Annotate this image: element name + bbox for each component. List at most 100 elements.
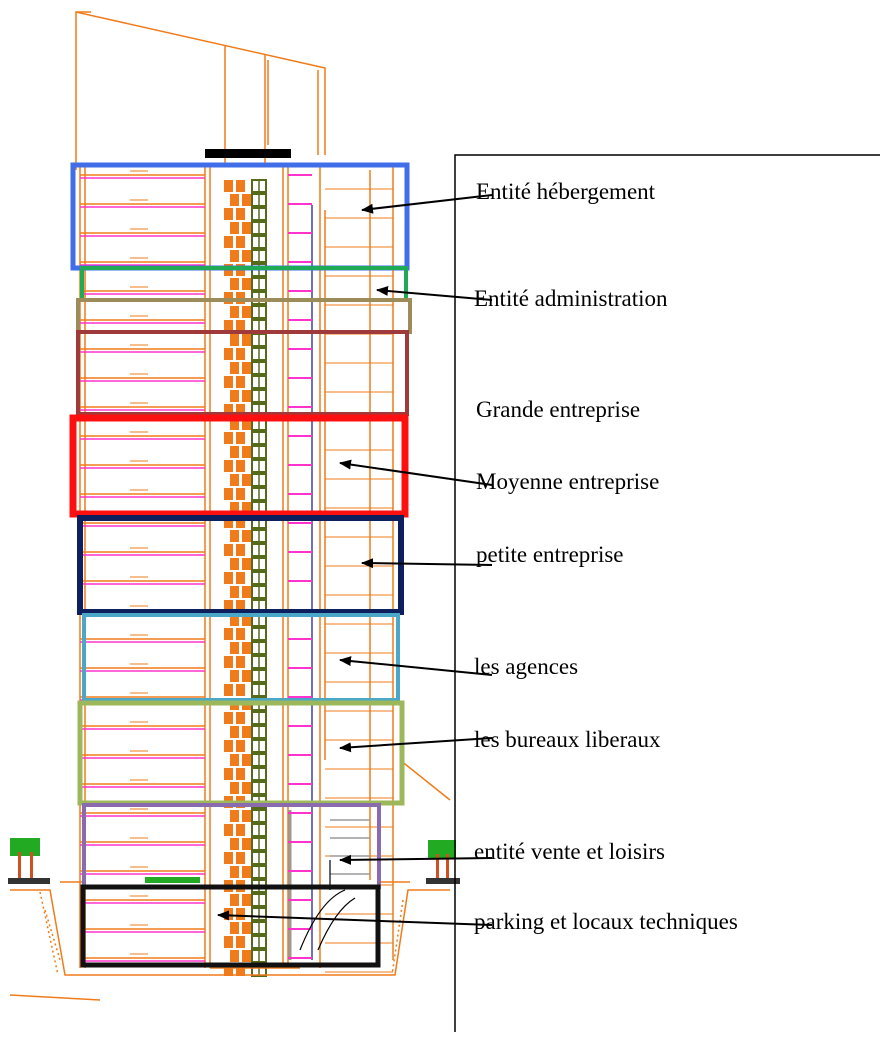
core-block [242, 838, 251, 850]
zone-agences [82, 613, 400, 702]
arrow-administration [376, 285, 493, 301]
core-block [242, 278, 251, 290]
core-block [230, 754, 239, 766]
arrow-moyenne [339, 459, 493, 486]
core-block [224, 516, 233, 528]
green-planter [145, 877, 200, 883]
core-block [236, 908, 245, 920]
core-block [242, 194, 251, 206]
arrow-parking [217, 910, 493, 926]
core-block [224, 320, 233, 332]
core-block [230, 502, 239, 514]
core-block [242, 474, 251, 486]
core-block [236, 432, 245, 444]
arrow-agences [339, 656, 493, 676]
zone-moyenne [69, 414, 409, 518]
core-block [242, 362, 251, 374]
core-block [230, 950, 239, 962]
core-block [242, 922, 251, 934]
leader-arrows [217, 194, 493, 926]
core-block [224, 404, 233, 416]
core-block [236, 544, 245, 556]
core-block [236, 320, 245, 332]
core-block [242, 614, 251, 626]
core-block [224, 852, 233, 864]
core-block [230, 474, 239, 486]
label-vente-loisirs: entité vente et loisirs [474, 839, 665, 864]
core-block [224, 936, 233, 948]
core-block [236, 628, 245, 640]
core-block [236, 936, 245, 948]
arrow-petite [361, 558, 493, 569]
core-block [242, 894, 251, 906]
core-block [236, 852, 245, 864]
core-block [224, 376, 233, 388]
core-block [236, 572, 245, 584]
core-block [242, 670, 251, 682]
core-block [230, 250, 239, 262]
core-block [236, 488, 245, 500]
core-block [242, 558, 251, 570]
core-block [236, 180, 245, 192]
zone-frames [69, 162, 412, 968]
core-block [242, 866, 251, 878]
core-block [242, 530, 251, 542]
circulation-core [224, 179, 267, 977]
core-block [230, 362, 239, 374]
core-block [230, 922, 239, 934]
core-block [230, 670, 239, 682]
core-block [230, 530, 239, 542]
core-block [224, 460, 233, 472]
core-block [236, 236, 245, 248]
core-block [236, 656, 245, 668]
core-block [236, 376, 245, 388]
core-block [230, 614, 239, 626]
zone-grande [76, 330, 409, 416]
core-block [242, 950, 251, 962]
core-block [230, 334, 239, 346]
core-block [242, 446, 251, 458]
label-grande-entreprise: Grande entreprise [476, 397, 641, 422]
zone-parking [80, 884, 381, 968]
label-petite-entreprise: petite entreprise [476, 542, 624, 567]
core-block [224, 432, 233, 444]
label-agences: les agences [474, 654, 579, 679]
tree-right [426, 840, 460, 884]
arrow-bureaux [339, 737, 493, 753]
core-block [230, 446, 239, 458]
core-block [224, 964, 233, 976]
core-block [224, 712, 233, 724]
canopy-slope [399, 759, 451, 801]
roof-cap [205, 149, 291, 158]
zone-petite [77, 515, 404, 615]
arrow-hebergement [361, 194, 493, 214]
core-block [224, 628, 233, 640]
core-block [242, 782, 251, 794]
core-block [224, 348, 233, 360]
roof-structure [75, 11, 326, 170]
core-block [236, 516, 245, 528]
core-block [224, 544, 233, 556]
core-block [224, 600, 233, 612]
core-block [242, 754, 251, 766]
core-block [242, 418, 251, 430]
core-block [230, 418, 239, 430]
core-block [230, 810, 239, 822]
core-block [236, 768, 245, 780]
core-block [224, 768, 233, 780]
label-parking: parking et locaux techniques [474, 909, 738, 934]
core-block [224, 572, 233, 584]
terrain [9, 881, 450, 1001]
core-block [230, 586, 239, 598]
core-block [230, 278, 239, 290]
core-block [224, 908, 233, 920]
arrow-vente [339, 854, 493, 865]
core-block [236, 712, 245, 724]
core-block [230, 194, 239, 206]
core-block [242, 222, 251, 234]
core-block [242, 810, 251, 822]
core-block [236, 208, 245, 220]
label-bureaux-liberaux: les bureaux liberaux [474, 727, 661, 752]
